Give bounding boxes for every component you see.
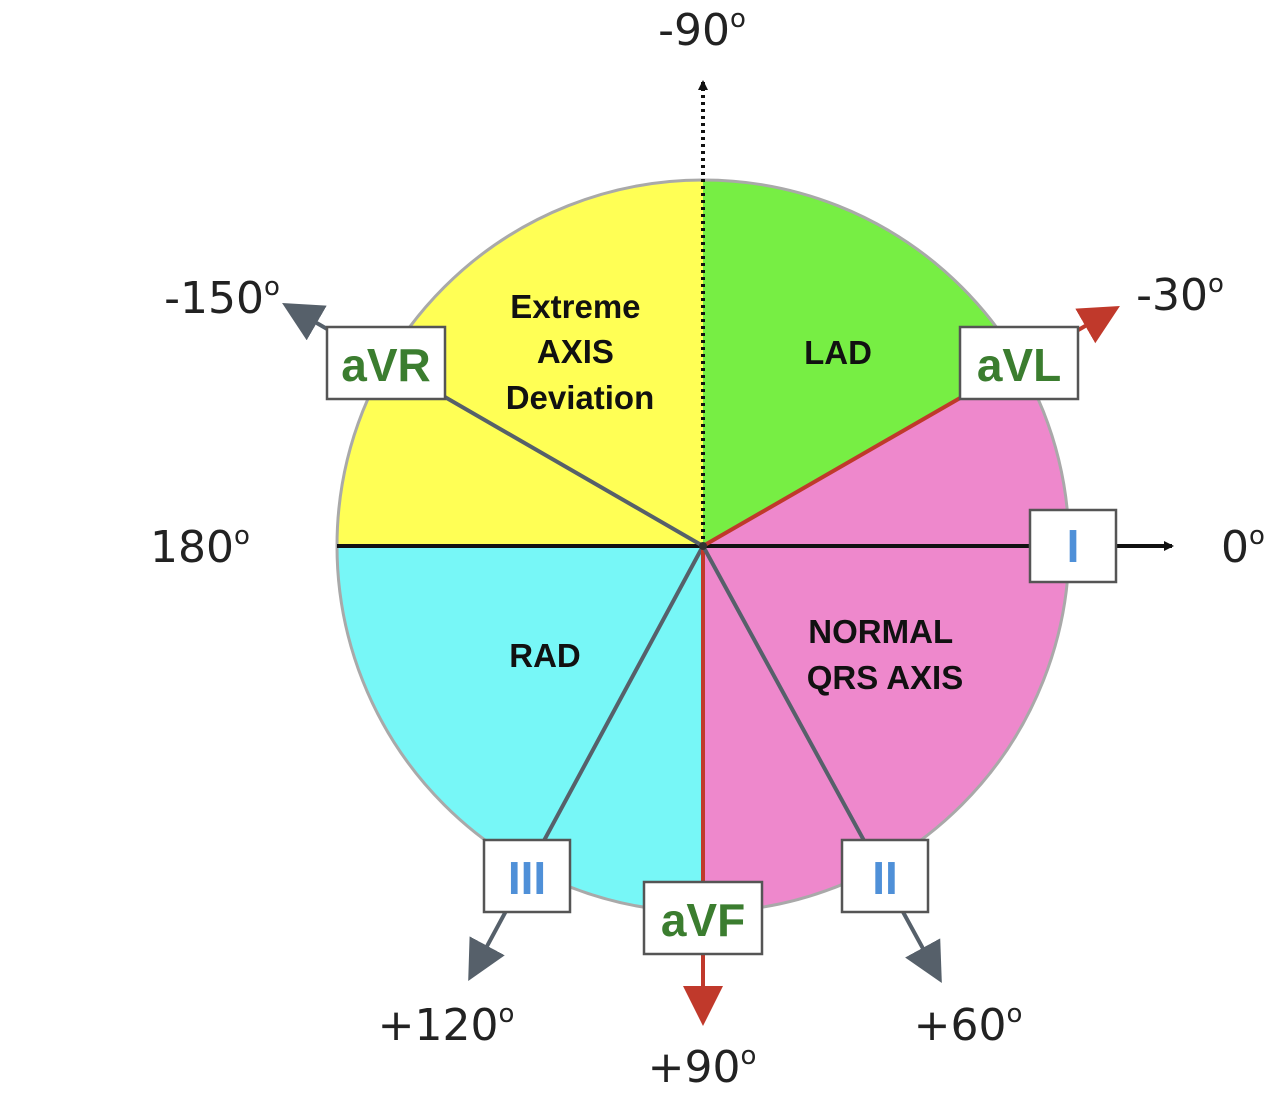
degree-label-180: 180o xyxy=(150,521,250,573)
degree-label-plus120: +120o xyxy=(378,999,515,1051)
sector-normal-lower xyxy=(703,546,1069,912)
degree-label-minus150: -150o xyxy=(164,272,280,324)
lead-box-avl: aVL xyxy=(958,325,1080,401)
region-label-rad: RAD xyxy=(509,637,581,674)
degree-label-minus30: -30o xyxy=(1136,269,1224,321)
lead-box-i: I xyxy=(1028,508,1118,584)
lead-label-avr: aVR xyxy=(341,339,430,391)
sector-rad xyxy=(337,546,703,912)
lead-label-i: I xyxy=(1067,520,1080,572)
lead-box-ii: II xyxy=(840,838,930,914)
lead-label-avl: aVL xyxy=(977,339,1061,391)
lead-label-iii: III xyxy=(508,852,546,904)
lead-label-avf: aVF xyxy=(661,894,745,946)
lead-box-avf: aVF xyxy=(642,880,764,956)
lead-box-avr: aVR xyxy=(325,325,447,401)
degree-label-0: 0o xyxy=(1221,521,1265,573)
region-label-lad: LAD xyxy=(804,334,872,371)
region-label-normal: NORMAL QRS AXIS xyxy=(807,613,963,696)
degree-label-minus90: -90o xyxy=(658,4,746,56)
lead-box-iii: III xyxy=(482,838,572,914)
sector-normal-upper xyxy=(703,363,1069,546)
sector-extreme-axis xyxy=(337,180,703,546)
sector-lad xyxy=(703,180,1020,546)
region-label-extreme: Extreme AXIS Deviation xyxy=(506,288,655,416)
center-point xyxy=(699,542,707,550)
lead-label-ii: II xyxy=(872,852,898,904)
degree-label-plus90: +90o xyxy=(648,1041,757,1093)
degree-label-plus60: +60o xyxy=(914,999,1023,1051)
